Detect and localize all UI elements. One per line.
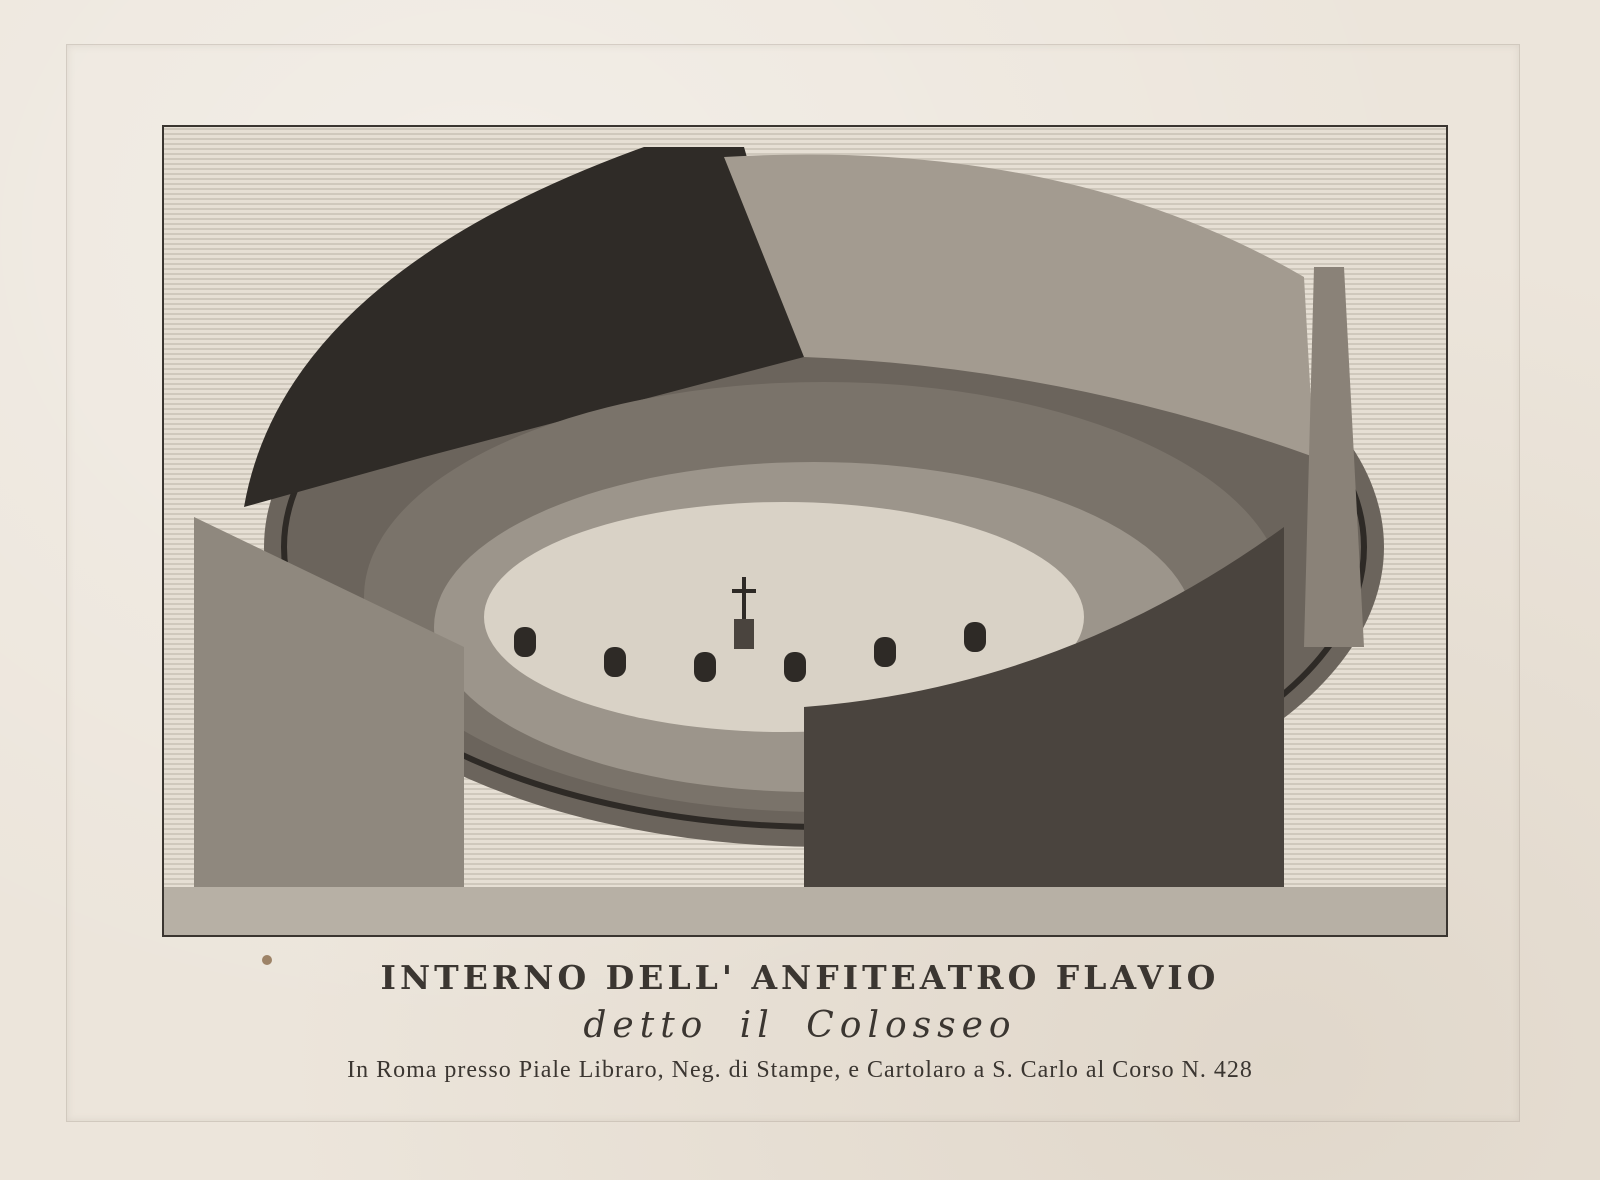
- print-title: INTERNO DELL' ANFITEATRO FLAVIO: [380, 958, 1220, 997]
- colosseum-illustration: [164, 147, 1446, 935]
- plate-mark: [66, 44, 1520, 1122]
- engraving-image: [162, 125, 1448, 937]
- foxing-stain: [262, 955, 272, 965]
- publisher-imprint: In Roma presso Piale Libraro, Neg. di St…: [347, 1057, 1253, 1083]
- print-subtitle: detto il Colosseo: [583, 1005, 1017, 1046]
